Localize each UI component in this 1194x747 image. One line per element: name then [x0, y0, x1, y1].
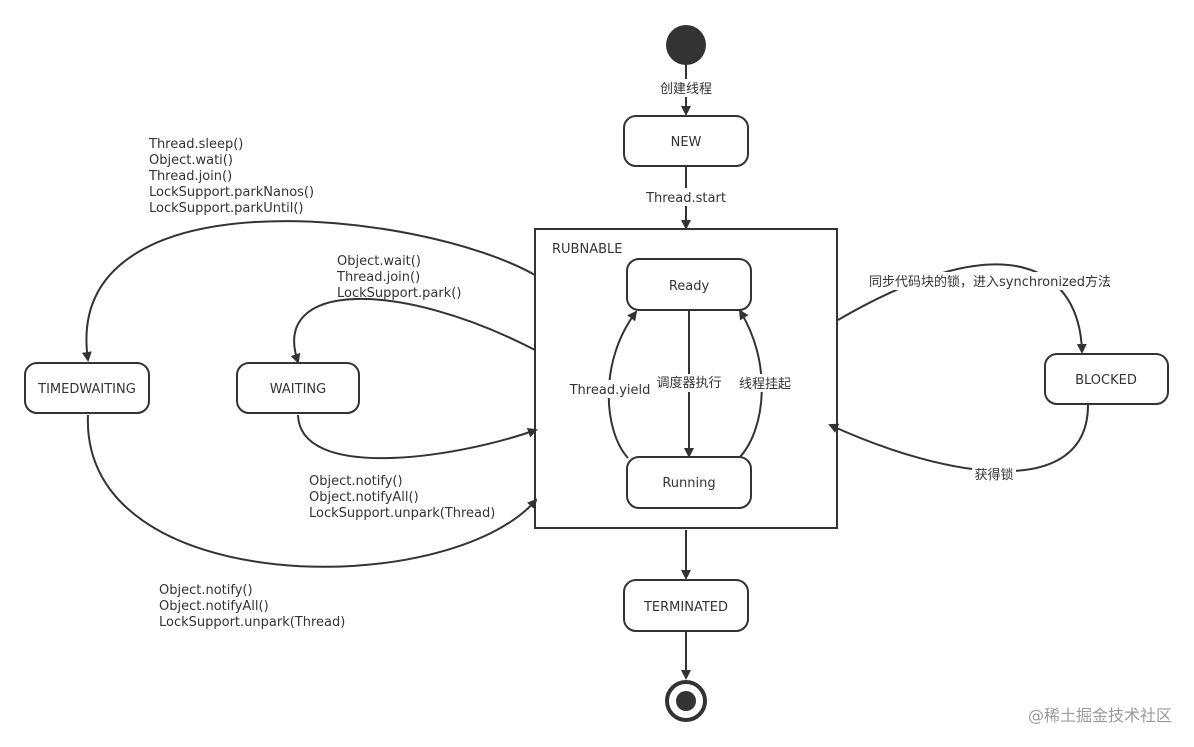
state-running: Running	[626, 456, 752, 509]
label-thread-start: Thread.start	[645, 191, 726, 206]
edge-runnable-to-waiting	[290, 298, 536, 364]
label-create-thread: 创建线程	[660, 82, 712, 97]
edge-running-to-ready-suspend	[738, 309, 763, 458]
label-to-timed-waiting-line: Thread.sleep()	[148, 137, 243, 152]
state-running-label: Running	[662, 476, 715, 491]
label-waiting-back-line: Object.notifyAll()	[309, 490, 419, 505]
state-terminated: TERMINATED	[623, 579, 749, 632]
watermark-text: @稀土掘金技术社区	[1028, 706, 1172, 725]
state-terminated-label: TERMINATED	[643, 600, 728, 615]
initial-state-node	[666, 25, 706, 65]
label-timed-back-line: Object.notify()	[159, 583, 253, 598]
label-to-blocked: 同步代码块的锁，进入synchronized方法	[869, 274, 1111, 290]
label-to-timed-waiting: Thread.sleep() Object.wati() Thread.join…	[148, 137, 314, 216]
label-to-waiting-line: LockSupport.park()	[337, 286, 461, 301]
runnable-container-label: RUBNABLE	[552, 242, 622, 257]
final-state-core	[676, 691, 696, 711]
label-timed-back-line: Object.notifyAll()	[159, 599, 269, 614]
label-waiting-back-line: Object.notify()	[309, 474, 403, 489]
state-new: NEW	[623, 115, 749, 167]
label-waiting-back: Object.notify() Object.notifyAll() LockS…	[309, 474, 495, 521]
state-blocked: BLOCKED	[1044, 353, 1169, 405]
state-timedwaiting-label: TIMEDWAITING	[37, 382, 136, 397]
label-to-timed-waiting-line: Object.wati()	[149, 153, 233, 168]
label-acquire-lock: 获得锁	[974, 467, 1013, 483]
label-timed-back-line: LockSupport.unpark(Thread)	[159, 615, 345, 630]
label-to-waiting: Object.wait() Thread.join() LockSupport.…	[336, 254, 461, 301]
label-thread-suspend: 线程挂起	[739, 377, 791, 392]
edge-timedwaiting-to-runnable	[86, 414, 538, 568]
label-to-waiting-line: Object.wait()	[337, 254, 421, 269]
state-waiting: WAITING	[236, 362, 360, 414]
label-to-waiting-line: Thread.join()	[336, 270, 420, 285]
state-waiting-label: WAITING	[270, 382, 326, 397]
edge-blocked-to-runnable	[828, 404, 1089, 473]
label-thread-yield: Thread.yield	[569, 383, 651, 398]
label-to-timed-waiting-line: LockSupport.parkUntil()	[149, 201, 303, 216]
state-blocked-label: BLOCKED	[1075, 373, 1137, 388]
state-timedwaiting: TIMEDWAITING	[24, 362, 150, 414]
state-ready: Ready	[626, 258, 752, 311]
state-new-label: NEW	[671, 135, 702, 150]
label-timed-back: Object.notify() Object.notifyAll() LockS…	[159, 583, 345, 630]
state-ready-label: Ready	[669, 279, 710, 294]
label-waiting-back-line: LockSupport.unpark(Thread)	[309, 506, 495, 521]
edge-waiting-to-runnable	[297, 414, 538, 460]
label-to-timed-waiting-line: LockSupport.parkNanos()	[149, 185, 314, 200]
edge-runnable-to-timedwaiting	[81, 220, 536, 362]
label-to-timed-waiting-line: Thread.join()	[148, 169, 232, 184]
label-scheduler-run: 调度器执行	[656, 375, 721, 391]
runnable-container	[534, 228, 838, 529]
